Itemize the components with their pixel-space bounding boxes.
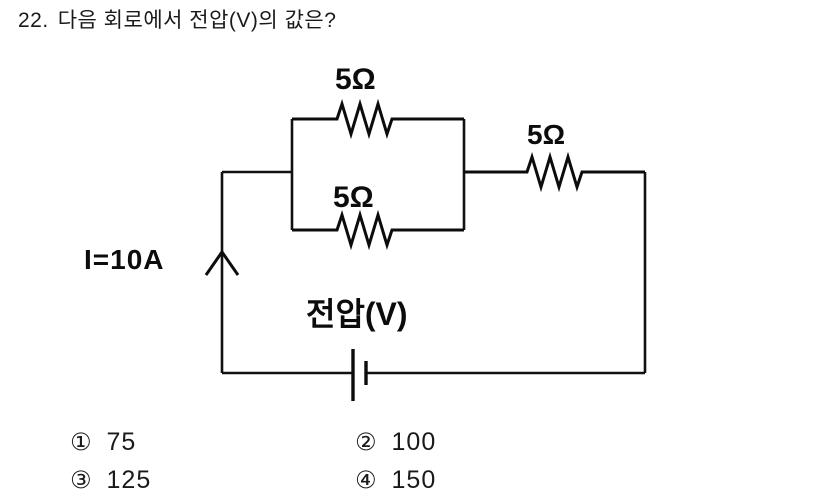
resistor-parallel-bottom — [292, 209, 464, 251]
question-text: 다음 회로에서 전압(V)의 값은? — [57, 9, 337, 32]
choice-2-marker: ② — [355, 429, 377, 456]
voltage-source-label: 전압(V) — [306, 296, 408, 332]
answer-choice-3[interactable]: ③ 125 — [70, 468, 151, 493]
question-number: 22. — [18, 9, 49, 32]
choice-3-value: 125 — [106, 466, 152, 494]
current-arrow-icon — [204, 249, 240, 276]
resistor-label-parallel-bottom: 5Ω — [333, 181, 374, 214]
resistor-label-parallel-top: 5Ω — [335, 63, 376, 96]
choice-2-value: 100 — [391, 428, 437, 456]
question-title: 22. 다음 회로에서 전압(V)의 값은? — [18, 9, 336, 32]
resistor-label-series: 5Ω — [527, 119, 566, 150]
choice-3-marker: ③ — [70, 467, 92, 494]
answer-choice-2[interactable]: ② 100 — [355, 430, 436, 455]
resistor-parallel-top — [292, 98, 464, 140]
choice-1-marker: ① — [70, 429, 92, 456]
choice-1-value: 75 — [106, 428, 137, 456]
answer-choice-4[interactable]: ④ 150 — [355, 468, 436, 493]
resistor-series — [464, 151, 645, 193]
choice-4-marker: ④ — [355, 467, 377, 494]
battery-symbol — [351, 349, 368, 401]
answer-choice-1[interactable]: ① 75 — [70, 430, 136, 455]
choice-4-value: 150 — [391, 466, 437, 494]
current-label: I=10A — [84, 244, 165, 275]
